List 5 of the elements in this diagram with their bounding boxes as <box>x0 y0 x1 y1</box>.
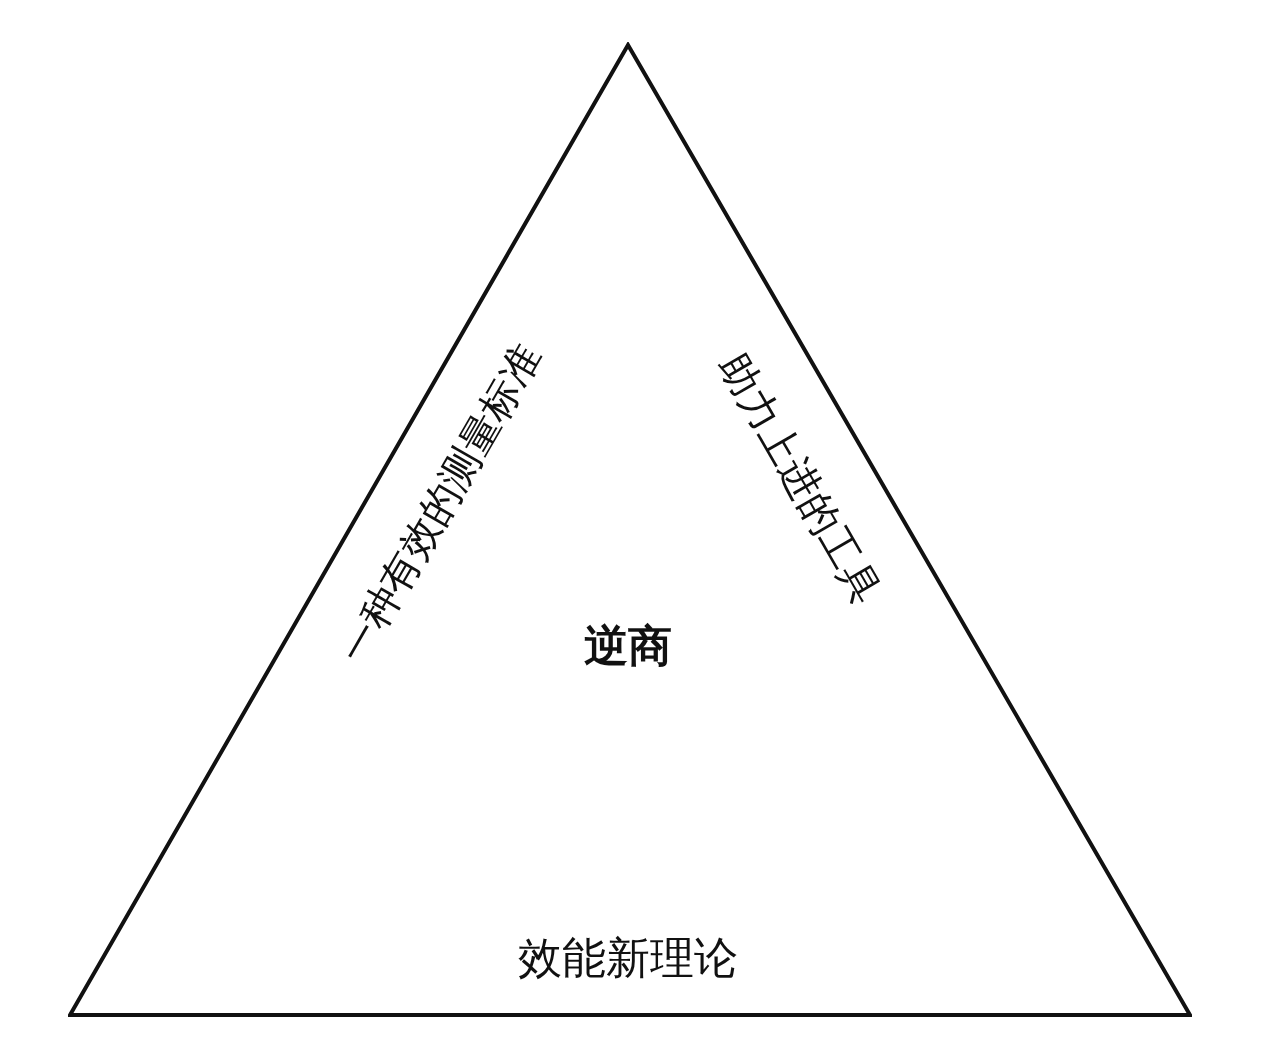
base-label: 效能新理论 <box>518 930 738 985</box>
center-title: 逆商 <box>584 618 672 673</box>
triangle <box>68 42 1192 1018</box>
side-label: 助力上进的工具 <box>709 344 892 613</box>
side-label: 一种有效的测量标准 <box>328 334 551 673</box>
